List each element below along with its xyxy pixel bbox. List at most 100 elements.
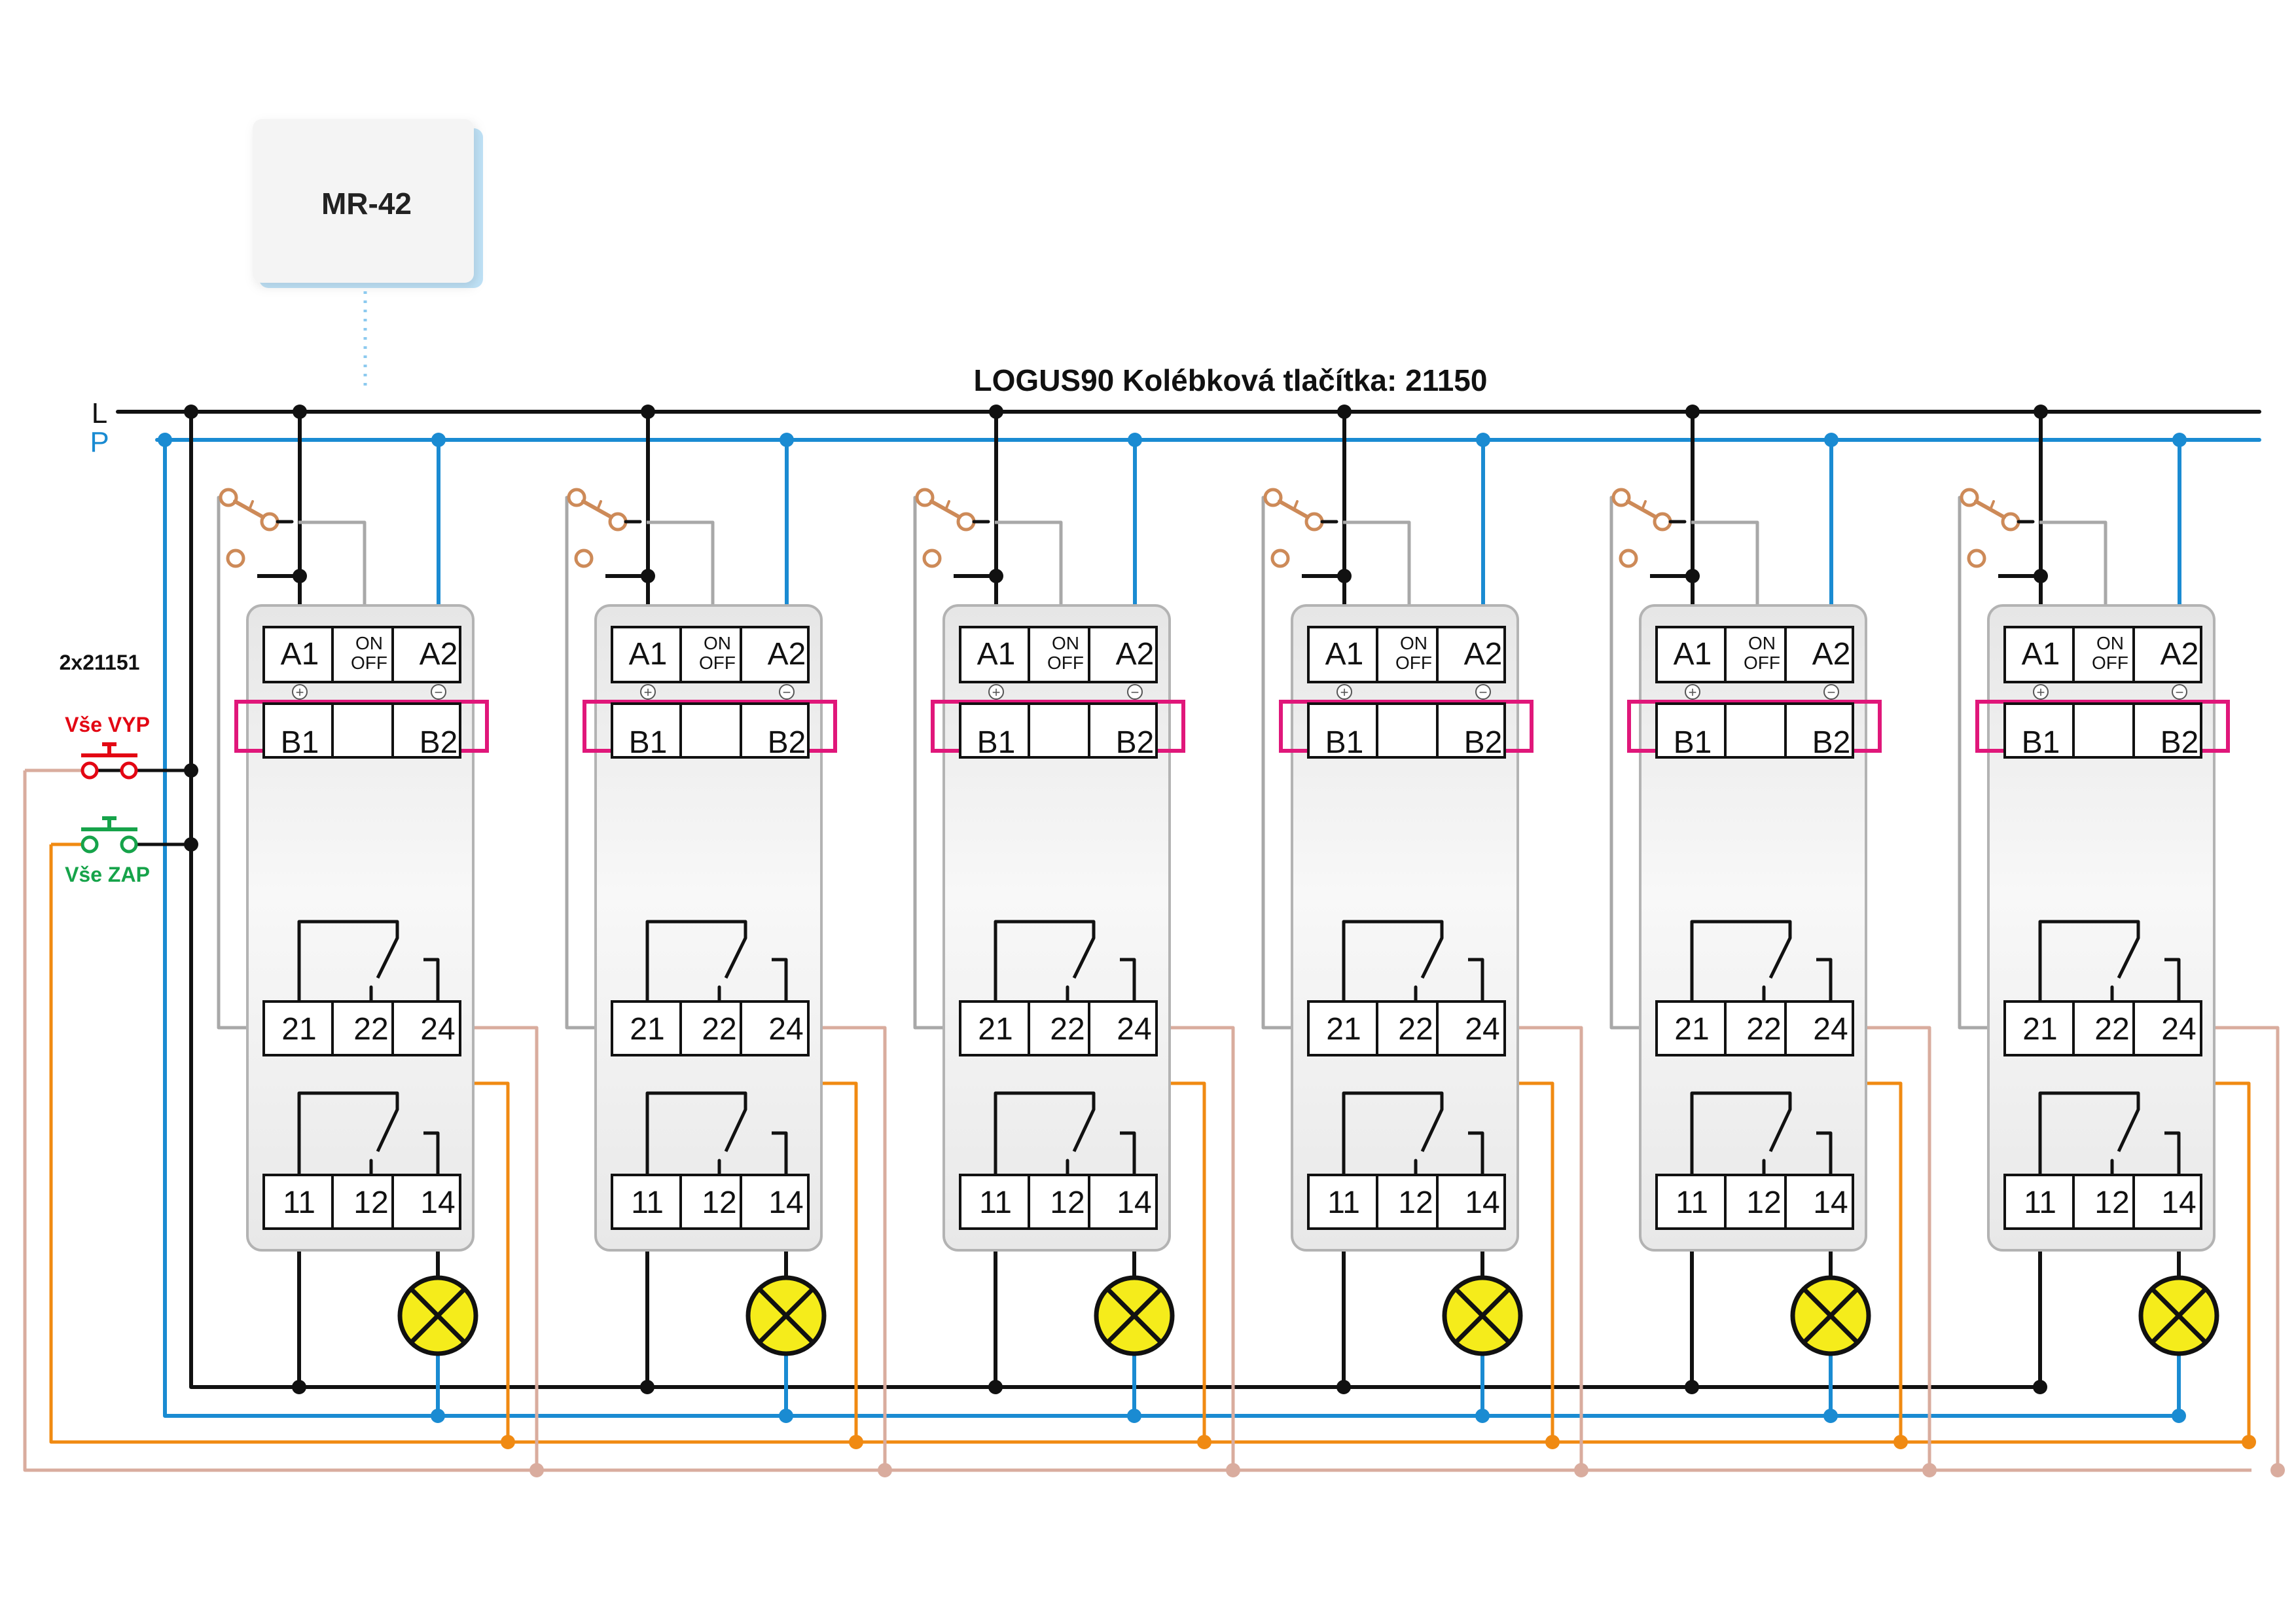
neutral-junction <box>1823 1409 1838 1423</box>
terminal-block-contacts <box>1307 1000 1506 1056</box>
switch-contact-icon <box>226 549 245 568</box>
contact-symbol <box>1690 1091 1792 1175</box>
minus-marker <box>2172 684 2187 700</box>
minus-sign: − <box>2176 684 2184 700</box>
terminal-block-b <box>1307 702 1506 759</box>
relay-body <box>594 604 823 1252</box>
switch-to-onoff <box>995 520 1063 628</box>
phase-junction <box>1337 569 1352 583</box>
phase-junction <box>1685 1380 1699 1394</box>
terminal-14: 14 <box>1465 1185 1499 1220</box>
all-off-label: Vše VYP <box>65 713 150 736</box>
terminal-on: ON <box>355 633 383 653</box>
on-control-bus <box>49 943 2251 1444</box>
neutral-junction <box>431 1409 445 1423</box>
switch-lever-icon <box>597 500 602 509</box>
plus-sign: + <box>992 684 1001 700</box>
all-on-button[interactable] <box>51 816 191 854</box>
contact-symbol <box>2038 920 2140 1001</box>
terminal-block-contacts <box>611 1174 810 1230</box>
terminal-off: OFF <box>699 653 736 673</box>
phase-junction <box>641 405 655 419</box>
terminal-11: 11 <box>979 1185 1012 1220</box>
terminal-block-contacts <box>611 1000 810 1056</box>
phase-junction <box>292 1380 306 1394</box>
relay-body <box>1639 604 1867 1252</box>
terminal-block-b <box>611 702 810 759</box>
rocker-switch <box>915 488 990 568</box>
neutral-junction <box>1475 1409 1490 1423</box>
minus-sign: − <box>1827 684 1836 700</box>
switch-contact-icon <box>1611 488 1631 507</box>
terminal-24: 24 <box>1117 1012 1151 1047</box>
off-junction <box>878 1463 892 1477</box>
phase-junction <box>640 1380 655 1394</box>
terminal-a2: A2 <box>420 637 458 672</box>
off-junction <box>1574 1463 1588 1477</box>
terminal-block-b <box>1655 702 1854 759</box>
minus-sign: − <box>435 684 443 700</box>
lamp-cross-icon <box>1454 1287 1511 1344</box>
minus-sign: − <box>783 684 791 700</box>
terminal-b1: B1 <box>1674 725 1712 760</box>
rocker-switch <box>219 488 294 568</box>
switch-contact-icon <box>567 488 586 507</box>
terminal-21: 21 <box>978 1012 1013 1047</box>
terminal-off: OFF <box>2092 653 2128 673</box>
switch-contact-icon <box>1619 549 1638 568</box>
terminal-off: OFF <box>1395 653 1432 673</box>
terminal-block-contacts <box>262 1174 461 1230</box>
phase-junction <box>641 569 655 583</box>
minus-marker <box>1475 684 1491 700</box>
terminal-22: 22 <box>353 1012 388 1047</box>
contact-symbol <box>772 1131 788 1175</box>
phase-junction <box>988 1380 1003 1394</box>
terminal-block-contacts <box>2003 1174 2202 1230</box>
terminal-block-contacts <box>1655 1000 1854 1056</box>
contact-symbol <box>2164 1131 2181 1175</box>
on-junction <box>1893 1435 1908 1449</box>
terminal-block-top <box>262 626 461 683</box>
phase-junction <box>1337 405 1352 419</box>
relay-body <box>246 604 475 1252</box>
plus-sign: + <box>1689 684 1697 700</box>
terminal-22: 22 <box>1398 1012 1433 1047</box>
terminal-a1: A1 <box>629 637 668 672</box>
neutral-junction <box>779 1409 793 1423</box>
plus-sign: + <box>2037 684 2045 700</box>
terminal-21: 21 <box>630 1012 664 1047</box>
relay-body <box>1987 604 2215 1252</box>
all-off-button[interactable] <box>25 742 191 780</box>
off-junction <box>1922 1463 1937 1477</box>
phase-junction <box>293 569 307 583</box>
terminal-b2: B2 <box>420 725 458 760</box>
terminal-b2: B2 <box>768 725 806 760</box>
terminal-21: 21 <box>1326 1012 1361 1047</box>
contact-symbol <box>994 920 1096 1001</box>
terminal-a1: A1 <box>281 637 319 672</box>
plus-sign: + <box>296 684 304 700</box>
contact-24-wire <box>819 1026 887 1470</box>
switch-contact-icon <box>922 549 942 568</box>
switch-lever-icon <box>249 500 254 509</box>
terminal-14: 14 <box>420 1185 455 1220</box>
contact-24-wire <box>1515 1026 1583 1470</box>
switch-lever-icon <box>1293 500 1299 509</box>
phase-junction <box>1685 405 1700 419</box>
contact-symbol <box>1120 1131 1136 1175</box>
switch-lever-icon <box>233 499 265 519</box>
neutral-return-bus <box>163 943 2176 1418</box>
terminal-12: 12 <box>1746 1185 1781 1220</box>
contact-24-wire <box>2212 1026 2280 1470</box>
terminal-block-top <box>959 626 1158 683</box>
switch-to-onoff <box>2039 520 2108 628</box>
phase-junction <box>293 405 307 419</box>
terminal-24: 24 <box>768 1012 803 1047</box>
terminal-b2: B2 <box>1464 725 1503 760</box>
contact-symbol <box>2164 958 2181 1001</box>
switch-to-onoff <box>647 520 715 628</box>
contact-24-wire <box>471 1026 539 1470</box>
terminal-a1: A1 <box>977 637 1016 672</box>
terminal-block-top <box>611 626 810 683</box>
